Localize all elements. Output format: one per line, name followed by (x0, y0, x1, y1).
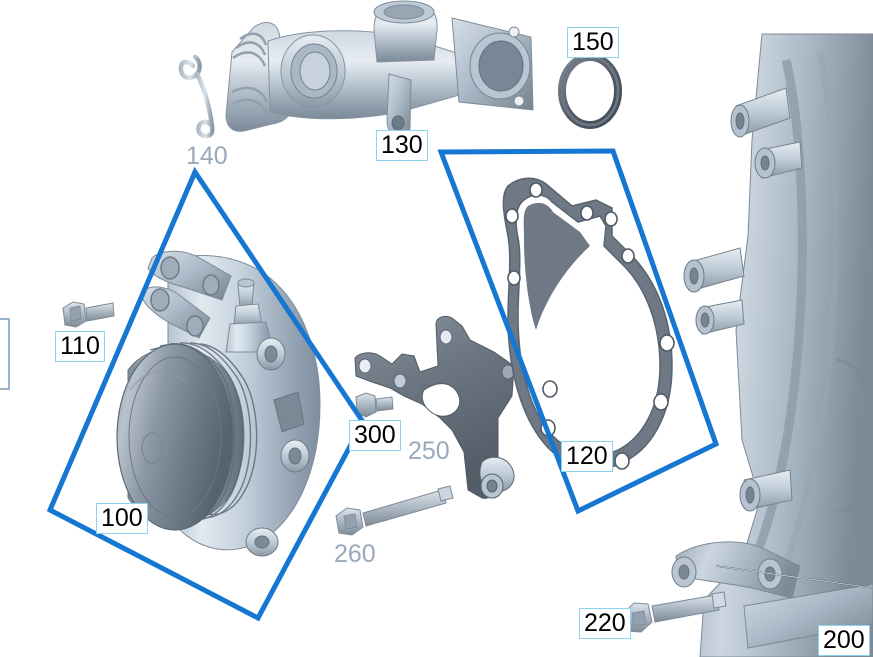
part-o-ring-seal (558, 53, 622, 129)
label-110[interactable]: 110 (55, 331, 105, 362)
part-coolant-pipe-housing (225, 0, 534, 139)
label-120[interactable]: 120 (561, 441, 613, 472)
label-250[interactable]: 250 (408, 437, 450, 465)
part-stud-bolt (355, 392, 394, 418)
leader-line-200 (715, 565, 873, 589)
highlight-water-pump (46, 166, 366, 622)
label-100[interactable]: 100 (96, 503, 148, 534)
part-timing-cover-engine-block (671, 33, 873, 657)
label-260[interactable]: 260 (334, 540, 376, 568)
part-hex-flange-bolt-long (335, 485, 454, 536)
highlight-regions (46, 148, 720, 622)
label-150[interactable]: 150 (567, 27, 619, 58)
label-140[interactable]: 140 (186, 142, 228, 170)
part-hex-flange-bolt-short (62, 301, 115, 328)
part-water-pump-gasket (502, 177, 675, 470)
highlight-gasket (437, 148, 720, 515)
label-220[interactable]: 220 (579, 608, 631, 639)
part-mounting-bracket (354, 315, 515, 499)
part-water-pump-assembly (116, 250, 321, 557)
left-edge-partial-box (0, 318, 10, 390)
part-retaining-clip (178, 54, 215, 139)
label-300[interactable]: 300 (349, 420, 401, 451)
label-130[interactable]: 130 (376, 130, 428, 161)
label-200[interactable]: 200 (818, 625, 870, 656)
